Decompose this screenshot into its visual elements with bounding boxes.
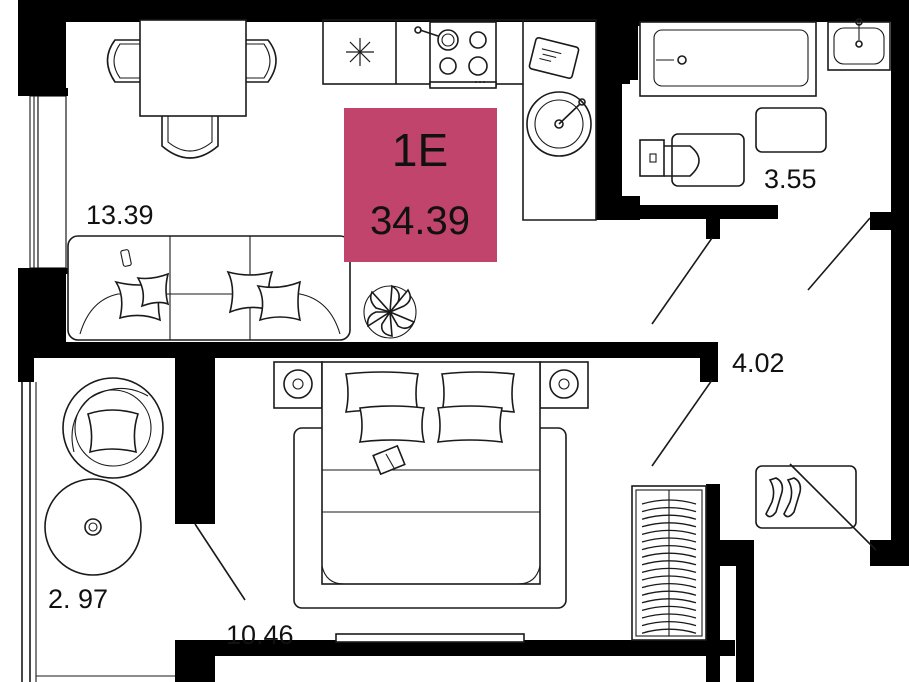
hanger [641, 506, 697, 513]
window-left [22, 88, 68, 274]
hanger [641, 598, 697, 604]
armchair [62, 377, 164, 479]
kitchen-counter [322, 19, 597, 221]
tv-stand [335, 633, 525, 643]
wardrobe-hangers [641, 499, 697, 634]
hanger [641, 575, 697, 581]
hanger [641, 567, 697, 574]
washbasin-icon [827, 18, 891, 71]
nightstand-right [539, 361, 589, 409]
area-hallway: 4.02 [732, 348, 785, 378]
doors [194, 217, 877, 601]
area-bathroom: 3.55 [764, 164, 817, 194]
sofa [67, 235, 351, 341]
hanger [641, 605, 697, 612]
bed [293, 361, 567, 609]
plant-icon [363, 284, 417, 339]
cooktop-icon [414, 21, 497, 89]
wardrobe [631, 485, 707, 641]
hanger [641, 582, 697, 589]
hanger [641, 514, 697, 520]
walls [18, 0, 909, 682]
area-kitchen-living: 13.39 [86, 200, 154, 230]
hanger [641, 522, 697, 528]
hanger [641, 628, 697, 634]
area-balcony: 2. 97 [48, 584, 108, 614]
hanger [641, 613, 697, 619]
hanger [641, 560, 697, 566]
hanger [641, 590, 697, 596]
area-bedroom: 10.46 [226, 620, 294, 650]
shoe-mat [755, 465, 857, 529]
bathtub-icon [639, 21, 817, 97]
apartment-type-code: 1E [392, 124, 448, 176]
sink-icon [526, 91, 592, 157]
bath-mat [755, 107, 827, 153]
balcony [21, 382, 175, 682]
apartment-badge: 1E 34.39 [344, 108, 497, 262]
hanger [641, 544, 697, 551]
freezer-icon [346, 38, 374, 66]
dining-set [106, 19, 277, 159]
nightstand-left [273, 361, 323, 409]
hanger [641, 552, 697, 558]
hanger [641, 537, 697, 543]
hanger [641, 499, 697, 505]
round-table [44, 478, 142, 576]
toilet-icon [639, 133, 745, 187]
hanger [641, 529, 697, 536]
hanger [641, 620, 697, 627]
apartment-total-area: 34.39 [370, 199, 470, 243]
cutting-board-icon [528, 36, 580, 80]
